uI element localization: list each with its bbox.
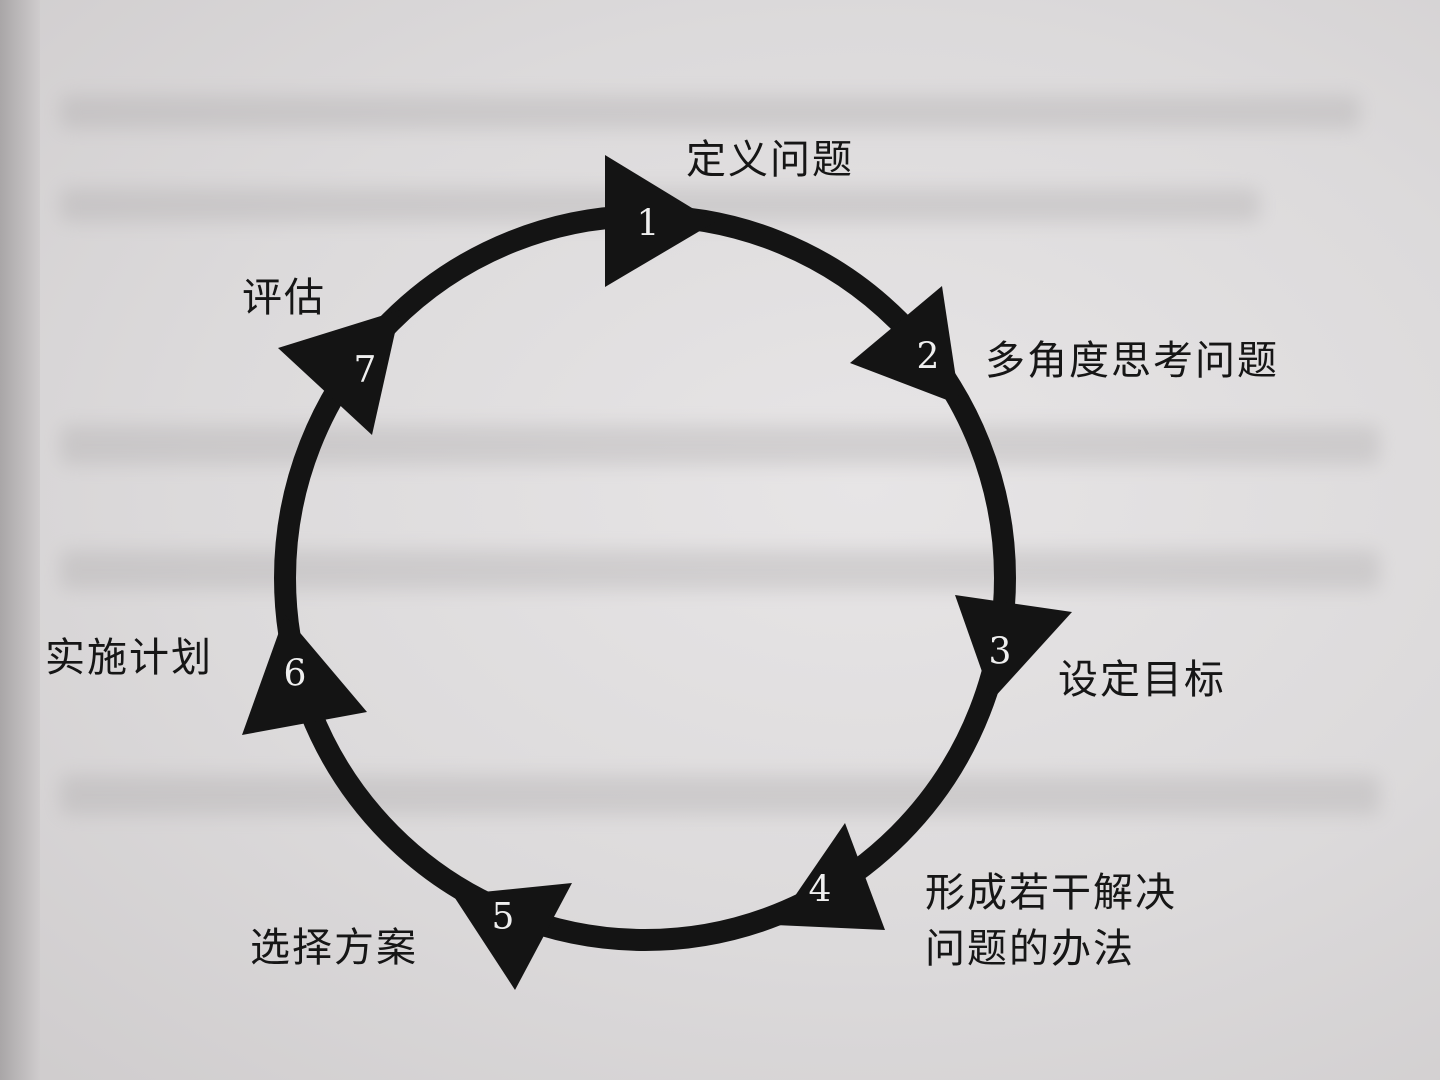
cycle-step-4-marker: 4 [775, 823, 885, 930]
step-number-6: 6 [284, 654, 307, 695]
arrowhead-5-icon [453, 883, 572, 990]
step-label-7: 评估 [242, 275, 326, 321]
step-label-4: 形成若干解决 问题的办法 [925, 865, 1177, 977]
cycle-step-6-marker: 6 [242, 615, 367, 735]
arrowhead-7-icon [278, 310, 400, 435]
cycle-step-7-marker: 7 [278, 310, 400, 435]
step-label-4-line-1: 形成若干解决 [925, 870, 1177, 916]
arrowhead-4-icon [775, 823, 885, 930]
step-number-5: 5 [492, 897, 515, 938]
arrowhead-6-icon [242, 615, 367, 735]
show-through-line [60, 425, 1380, 465]
cycle-step-1-marker: 1 [605, 155, 715, 287]
step-label-5: 选择方案 [250, 925, 418, 971]
step-label-3: 设定目标 [1058, 657, 1226, 703]
step-number-3: 3 [989, 632, 1012, 673]
step-number-1: 1 [637, 204, 660, 245]
step-number-7: 7 [354, 350, 377, 391]
show-through-line [60, 95, 1360, 129]
cycle-step-2-marker: 2 [850, 286, 960, 405]
show-through-line [60, 775, 1380, 815]
step-label-4-line-2: 问题的办法 [925, 926, 1135, 972]
cycle-step-3-marker: 3 [955, 595, 1072, 700]
step-label-2: 多角度思考问题 [985, 338, 1279, 384]
step-label-1: 定义问题 [686, 137, 854, 183]
arrowhead-1-icon [605, 155, 715, 287]
step-label-6: 实施计划 [45, 635, 213, 681]
arrowhead-2-icon [850, 286, 960, 405]
arrowhead-3-icon [955, 595, 1072, 700]
step-number-4: 4 [809, 870, 832, 911]
page-gutter-shadow [0, 0, 40, 1080]
step-number-2: 2 [917, 337, 940, 378]
cycle-step-5-marker: 5 [453, 883, 572, 990]
